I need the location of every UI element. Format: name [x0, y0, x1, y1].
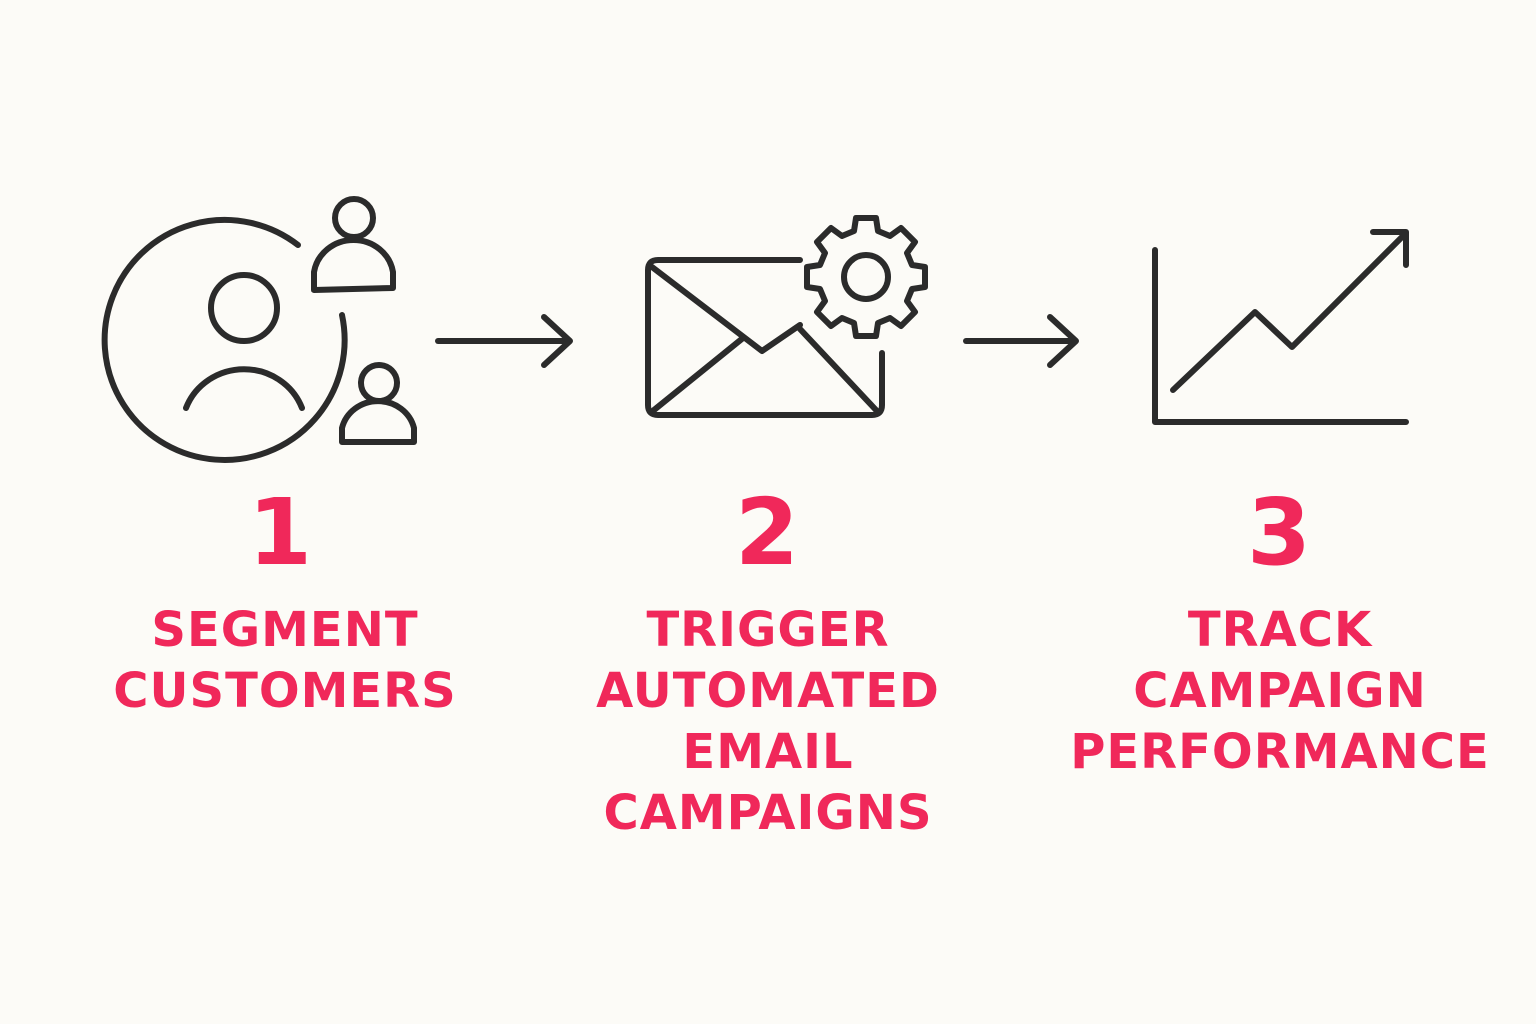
step-2-number: 2 — [734, 479, 799, 586]
step-3-label-line: PERFORMANCE — [1070, 724, 1490, 780]
arrow-right-icon — [960, 312, 1090, 372]
step-2-label-line: EMAIL — [682, 724, 854, 780]
step-1-number: 1 — [247, 479, 312, 586]
arrow-right-icon — [432, 312, 582, 372]
email-gear-icon — [640, 205, 940, 425]
customer-segment-icon — [101, 190, 430, 463]
step-2-label-line: AUTOMATED — [596, 663, 940, 719]
step-2-label: TRIGGER AUTOMATED EMAIL CAMPAIGNS — [538, 600, 998, 844]
step-3-label-line: TRACK — [1187, 602, 1373, 658]
step-3-label: TRACK CAMPAIGN PERFORMANCE — [1050, 600, 1510, 783]
growth-chart-icon — [1140, 220, 1420, 435]
step-1-label-line: CUSTOMERS — [113, 663, 457, 719]
step-3-label-line: CAMPAIGN — [1133, 663, 1427, 719]
step-1-label-line: SEGMENT — [151, 602, 419, 658]
step-2-label-line: CAMPAIGNS — [603, 785, 933, 841]
step-3-number: 3 — [1246, 479, 1311, 586]
step-2-label-line: TRIGGER — [646, 602, 890, 658]
step-1-label: SEGMENT CUSTOMERS — [55, 600, 515, 722]
